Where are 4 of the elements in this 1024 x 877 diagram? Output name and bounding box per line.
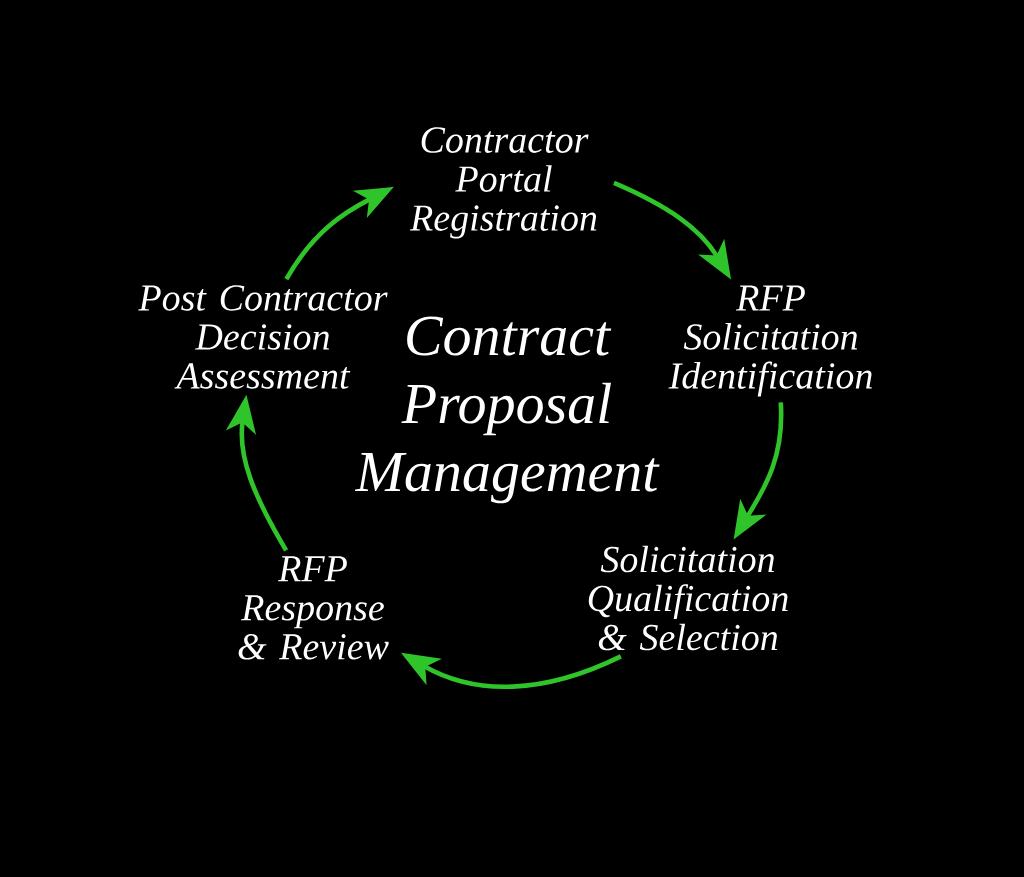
step-label: RFP Solicitation Identification	[668, 285, 872, 397]
step-label: Solicitation Qualification & Selection	[588, 545, 788, 651]
step-label: Contractor Portal Registration	[409, 127, 597, 239]
step-label: RFP Response & Review	[238, 556, 389, 660]
